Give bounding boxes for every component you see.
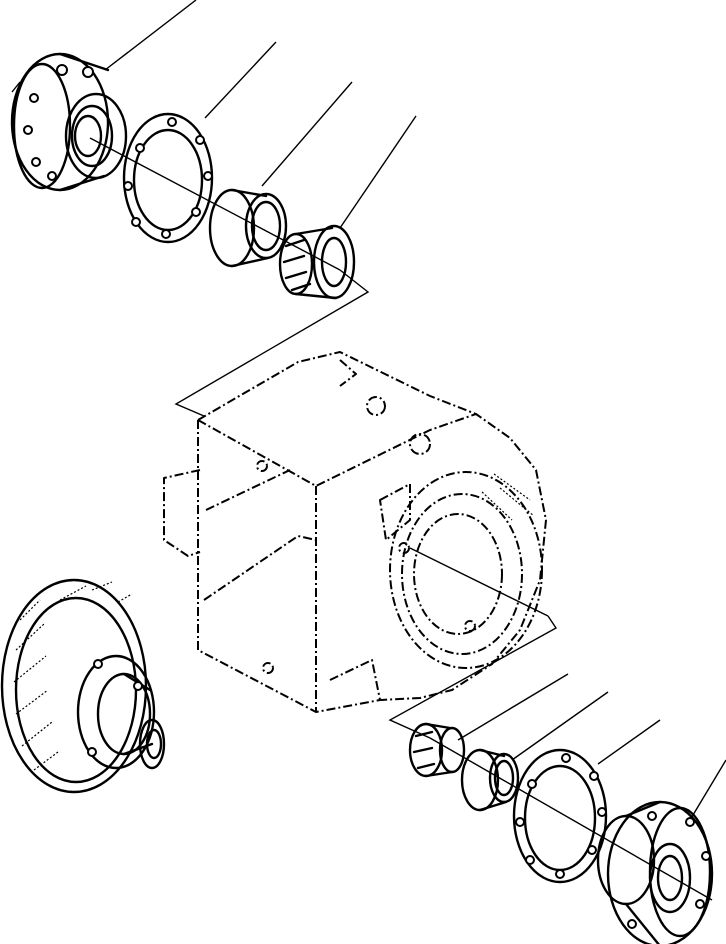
differential-ring-gear-assembly [0, 578, 166, 794]
leader-line-8 [597, 719, 661, 765]
leader-line-7 [511, 691, 609, 761]
lower-bracket-line [388, 615, 558, 739]
upper-shim [122, 112, 214, 244]
upper-bearing-cup [208, 188, 288, 268]
leader-line-1 [104, 0, 197, 71]
lower-bearing-cage [596, 800, 714, 944]
lower-bearing-cup [460, 748, 520, 812]
leader-line-5 [11, 81, 21, 93]
leader-line-6 [457, 673, 569, 741]
leader-line-9 [689, 759, 726, 821]
upper-bearing-cage [10, 52, 128, 192]
upper-bracket-line [174, 269, 370, 417]
leader-line-2 [204, 41, 277, 119]
differential-housing [163, 351, 547, 713]
leader-line-3 [261, 81, 353, 187]
leader-line-4 [339, 115, 417, 229]
upper-bearing-cone [278, 224, 356, 300]
leader-lines [11, 0, 726, 821]
lower-axis-line [409, 547, 549, 617]
lower-axis-line-2 [429, 737, 713, 901]
lower-bearing-cone [408, 722, 466, 778]
axis-lines [89, 137, 713, 901]
lower-shim [512, 748, 608, 884]
